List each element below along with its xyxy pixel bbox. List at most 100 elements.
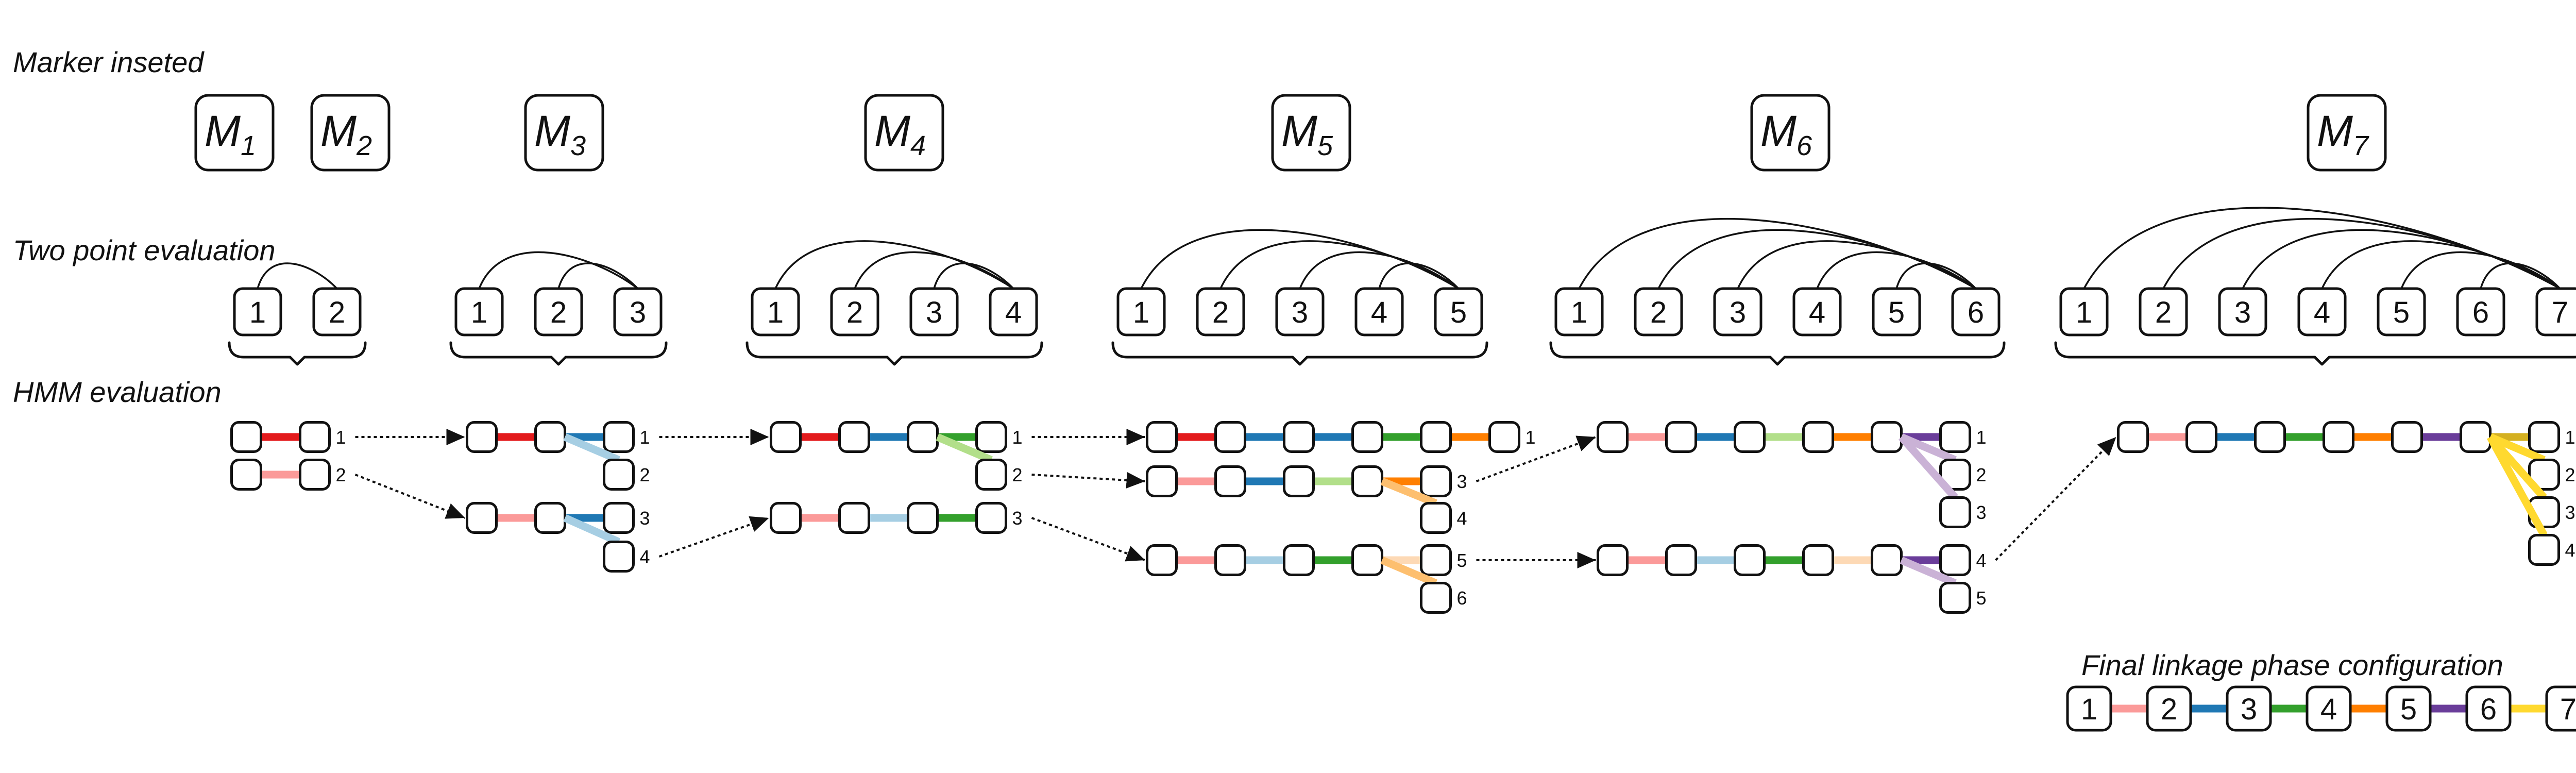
hmm-state-box — [1665, 544, 1697, 576]
two-point-box — [2535, 287, 2576, 337]
two-point-box-label: 1 — [767, 296, 784, 329]
two-point-box — [1713, 287, 1762, 337]
phase-link — [1380, 478, 1437, 507]
two-point-box-label: 3 — [1730, 296, 1746, 329]
hmm-state-box — [603, 502, 635, 534]
two-point-box-label: 5 — [1888, 296, 1905, 329]
two-point-link — [478, 251, 639, 290]
hmm-state-box — [1146, 421, 1178, 453]
hmm-path-index: 2 — [2565, 464, 2575, 485]
hmm-state-box — [1802, 544, 1834, 576]
hmm-state-box — [1734, 421, 1766, 453]
two-point-box-label: 2 — [1650, 296, 1667, 329]
hmm-path-index: 1 — [2565, 427, 2575, 448]
hmm-state-box — [1734, 544, 1766, 576]
hmm-state-box — [1420, 502, 1452, 534]
two-point-link — [1378, 262, 1460, 290]
two-point-box — [909, 287, 959, 337]
curly-brace — [228, 341, 367, 366]
hmm-state-box — [1420, 582, 1452, 614]
two-point-link — [1299, 251, 1460, 290]
hmm-state-box — [1871, 544, 1903, 576]
hmm-path-index: 2 — [1012, 464, 1023, 485]
hmm-state-box — [2528, 421, 2560, 453]
phase-link — [1900, 433, 1957, 464]
hmm-state-box — [299, 459, 331, 491]
two-point-box-label: 4 — [2314, 296, 2330, 329]
two-point-link — [2242, 229, 2561, 290]
two-point-link — [933, 262, 1014, 290]
two-point-box — [2456, 287, 2505, 337]
hmm-path-index: 3 — [1976, 502, 1987, 523]
two-point-link — [2400, 251, 2561, 290]
two-point-box — [2139, 287, 2188, 337]
two-point-box-label: 3 — [1292, 296, 1308, 329]
final-marker-box — [2066, 685, 2112, 732]
marker-box — [194, 94, 275, 172]
hmm-state-box — [838, 421, 870, 453]
two-point-box — [751, 287, 800, 337]
marker-box — [310, 94, 391, 172]
hmm-state-box — [1420, 544, 1452, 576]
hmm-path-index: 4 — [640, 546, 650, 567]
two-point-box — [1354, 287, 1404, 337]
final-marker-box — [2306, 685, 2352, 732]
marker-m5: M5 — [1271, 94, 1351, 172]
hmm-state-box — [1283, 421, 1315, 453]
two-point-box — [613, 287, 663, 337]
hmm-path-index: 1 — [640, 427, 650, 448]
hmm-path-index: 2 — [1976, 464, 1987, 485]
marker-m4: M4 — [864, 94, 944, 172]
hmm-path-index: 3 — [1012, 508, 1023, 529]
hmm-path-index: 2 — [336, 464, 346, 485]
two-point-box-label: 1 — [1571, 296, 1587, 329]
marker-label: M6 — [1760, 107, 1812, 161]
marker-m6: M6 — [1750, 94, 1831, 172]
hmm-state-box — [1597, 421, 1629, 453]
two-point-box-label: 1 — [2076, 296, 2092, 329]
hmm-state-box — [2391, 421, 2423, 453]
hmm-state-box — [534, 502, 566, 534]
hmm-state-box — [1939, 459, 1971, 491]
marker-m1: M1 — [194, 94, 275, 172]
label-hmm-evaluation: HMM evaluation — [13, 376, 222, 408]
marker-m7: M7 — [2307, 94, 2387, 172]
hmm-state-box — [603, 421, 635, 453]
stage-arrows — [354, 429, 2117, 568]
two-point-box — [1634, 287, 1683, 337]
marker-label: M5 — [1281, 107, 1333, 161]
two-point-box — [1434, 287, 1483, 337]
hmm-path-index: 1 — [1012, 427, 1023, 448]
hmm-state-box — [907, 421, 939, 453]
marker-m2: M2 — [310, 94, 391, 172]
final-marker-label: 2 — [2161, 693, 2177, 726]
hmm-state-box — [1802, 421, 1834, 453]
two-point-box — [1872, 287, 1921, 337]
hmm-state-box — [1939, 544, 1971, 576]
two-point-box — [1792, 287, 1842, 337]
curly-brace — [449, 341, 668, 366]
hmm-path-index: 1 — [1526, 427, 1536, 448]
hmm-state-box — [1665, 421, 1697, 453]
two-point-box — [1116, 287, 1166, 337]
hmm-state-box — [2528, 459, 2560, 491]
marker-label: M7 — [2317, 107, 2369, 161]
two-point-link — [1737, 240, 1976, 290]
hmm-state-box — [975, 502, 1007, 534]
transition-arrow — [1995, 436, 2117, 561]
hmm-state-box — [230, 459, 262, 491]
hmm-state-box — [1214, 421, 1246, 453]
hmm-path-index: 2 — [640, 464, 650, 485]
curly-brace — [1111, 341, 1488, 366]
final-marker-box — [2226, 685, 2272, 732]
hmm-state-box — [1939, 421, 1971, 453]
hmm-state-box — [770, 502, 802, 534]
hmm-path-index: 1 — [1976, 427, 1987, 448]
